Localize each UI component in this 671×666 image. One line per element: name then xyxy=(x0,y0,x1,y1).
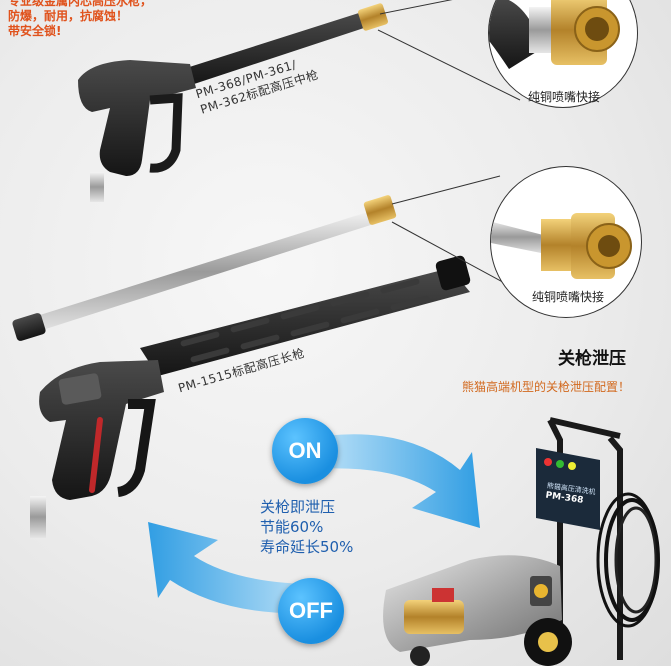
benefit-line-1: 关枪即泄压 xyxy=(260,498,336,516)
long-gun-lance xyxy=(24,210,380,334)
long-gun-tip xyxy=(12,313,46,341)
mid-gun-inlet xyxy=(90,172,104,202)
zoom-caption-top: 纯铜喷嘴快接 xyxy=(528,90,601,104)
machine-brass-pump xyxy=(404,600,464,634)
benefit-line-2: 节能60% xyxy=(260,518,324,536)
top-promo-line-1: 专业级金属内芯高压水枪， xyxy=(8,0,153,8)
top-promo-line-3: 带安全锁! xyxy=(8,24,62,38)
on-badge: ON xyxy=(272,418,338,484)
long-gun-vents xyxy=(180,278,430,363)
callout-line-bottom-b xyxy=(391,221,511,287)
brass-coupler-closeup-icon xyxy=(489,0,620,69)
long-spray-gun xyxy=(12,195,471,538)
zoom-circle-bottom xyxy=(490,166,642,318)
callout-line-top-a xyxy=(379,0,453,15)
machine-control-panel xyxy=(536,448,600,530)
mid-gun-trigger-guard xyxy=(149,93,183,173)
callout-line-top-b xyxy=(377,29,521,101)
long-gun-red-trigger xyxy=(89,417,103,493)
feature-subtitle: 熊猫高端机型的关枪泄压配置！ xyxy=(462,380,631,394)
long-gun-coupler xyxy=(363,195,397,225)
brass-nozzle-closeup-icon xyxy=(491,213,632,279)
on-arrow xyxy=(300,434,480,528)
long-gun-inlet xyxy=(30,496,46,538)
mid-gun-lance xyxy=(180,12,370,86)
off-badge: OFF xyxy=(278,578,344,644)
feature-title: 关枪泄压 xyxy=(558,349,626,369)
long-gun-trigger-guard xyxy=(117,399,156,497)
long-gun-end-cap xyxy=(435,255,471,291)
mid-spray-gun xyxy=(78,3,388,202)
zoom-caption-bottom: 纯铜喷嘴快接 xyxy=(532,290,605,304)
top-promo-line-2: 防爆，耐用，抗腐蚀！ xyxy=(8,9,129,23)
long-gun-label-plate xyxy=(58,373,102,405)
benefits-list: 关枪即泄压 节能60% 寿命延长50% xyxy=(260,497,353,557)
top-promo-text: 专业级金属内芯高压水枪， 防爆，耐用，抗腐蚀！ 带安全锁! xyxy=(8,0,152,39)
mid-gun-nozzle xyxy=(358,3,388,31)
benefit-line-3: 寿命延长50% xyxy=(260,538,354,556)
callout-line-bottom-a xyxy=(391,175,501,205)
mid-gun-body xyxy=(78,60,196,176)
zoom-circle-top xyxy=(488,0,638,108)
pressure-washer-machine xyxy=(383,417,660,666)
